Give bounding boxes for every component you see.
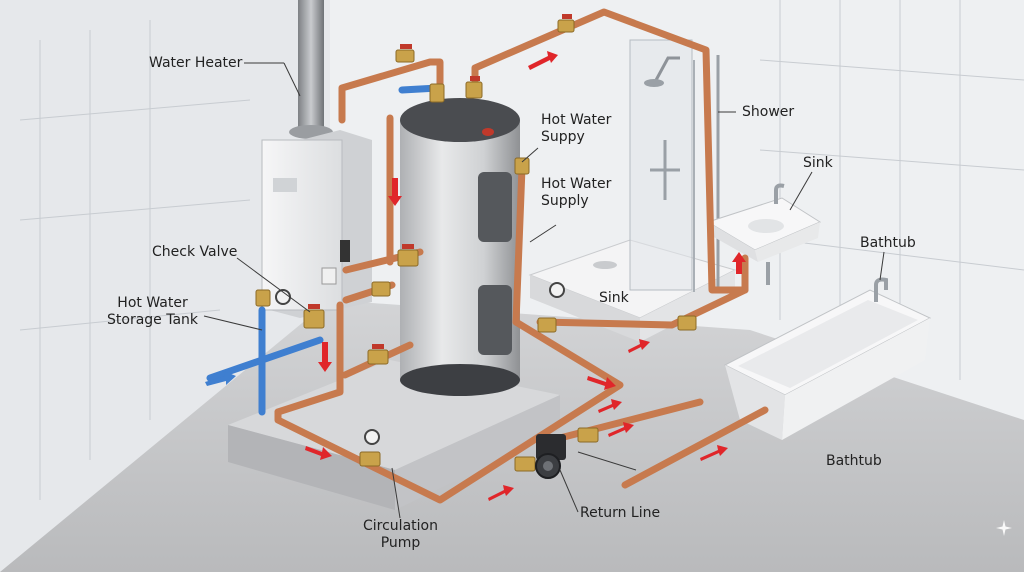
label-circulation-pump: Circulation Pump <box>363 518 438 551</box>
label-bathtub-top: Bathtub <box>860 235 916 251</box>
flow-arrows <box>205 51 746 501</box>
sparkle-icon <box>996 520 1012 536</box>
leader-hot-water-supply <box>529 224 557 243</box>
leader-bathtub <box>879 251 885 281</box>
pressure-gauges <box>275 282 565 445</box>
leader-hot-water-suppy <box>521 147 539 163</box>
label-check-valve: Check Valve <box>152 244 238 260</box>
label-sink-floor: Sink <box>599 290 629 306</box>
valve-handles <box>308 14 572 349</box>
platform-side <box>395 395 560 510</box>
label-shower: Shower <box>742 104 795 120</box>
bathtub-faucet <box>874 277 888 302</box>
label-return-line: Return Line <box>580 505 661 521</box>
sink-faucet <box>774 183 785 204</box>
leader-return-line <box>559 469 579 513</box>
leader-check-valve <box>236 257 311 313</box>
label-storage-tank: Hot Water Storage Tank <box>107 295 199 328</box>
left-wall <box>0 0 330 572</box>
platform-front <box>228 425 395 510</box>
flue-pipe <box>298 0 324 130</box>
tank-access-panel-upper <box>478 172 512 242</box>
leader-circulation-pump <box>391 467 401 519</box>
label-bathtub-floor: Bathtub <box>826 453 882 469</box>
label-hot-water-suppy: Hot Water Suppy <box>541 112 612 145</box>
valves <box>255 19 697 472</box>
shower-head <box>653 56 680 83</box>
shower-glass <box>629 39 693 291</box>
label-water-heater: Water Heater <box>149 55 243 71</box>
leader-sink <box>789 171 813 211</box>
label-hot-water-supply: Hot Water Supply <box>541 176 612 209</box>
wall-sketch-lines <box>19 0 1024 500</box>
circulation-pump <box>535 434 566 479</box>
label-sink-top: Sink <box>803 155 833 171</box>
leader-storage-tank <box>203 315 263 331</box>
tank-access-panel-lower <box>478 285 512 355</box>
